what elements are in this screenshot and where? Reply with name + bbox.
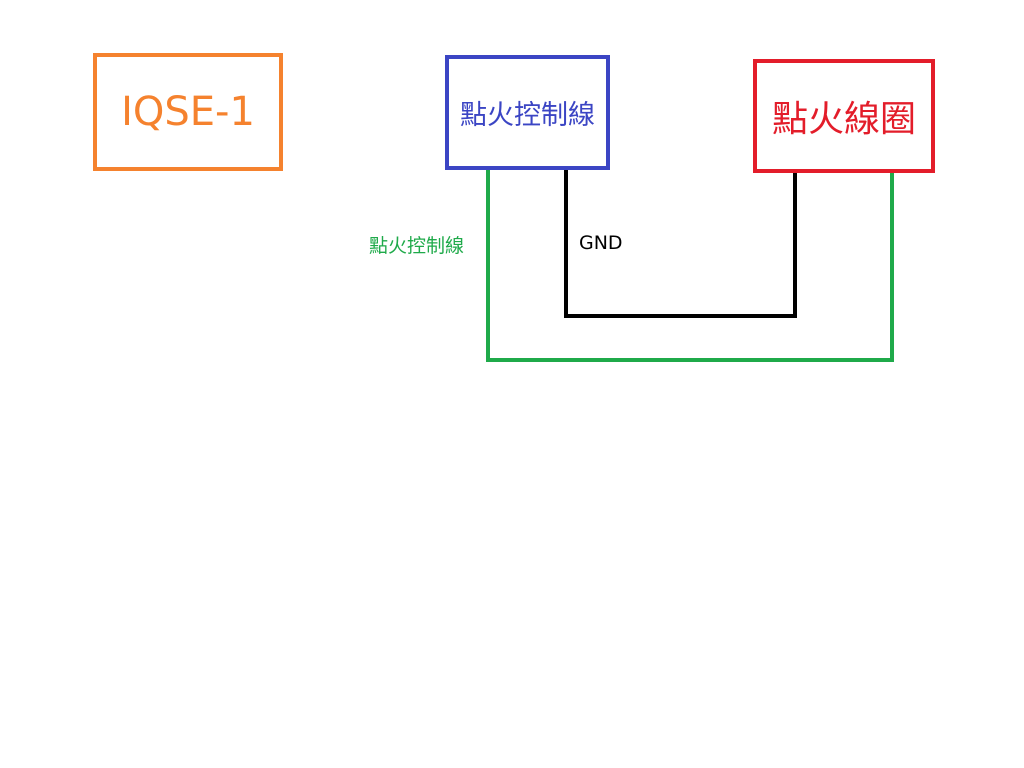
iqse-1-block: IQSE-1 xyxy=(93,53,283,171)
ground-wire xyxy=(564,169,797,318)
iqse-1-label: IQSE-1 xyxy=(121,89,255,135)
ignition-control-block: 點火控制線 xyxy=(445,55,610,170)
ignition-coil-label: 點火線圈 xyxy=(771,99,916,140)
signal-wire-label: 點火控制線 xyxy=(369,235,465,257)
ground-wire-label: GND xyxy=(579,232,623,254)
ignition-coil-block: 點火線圈 xyxy=(753,59,935,173)
ignition-control-label: 點火控制線 xyxy=(460,100,595,131)
signal-wire xyxy=(486,169,894,362)
